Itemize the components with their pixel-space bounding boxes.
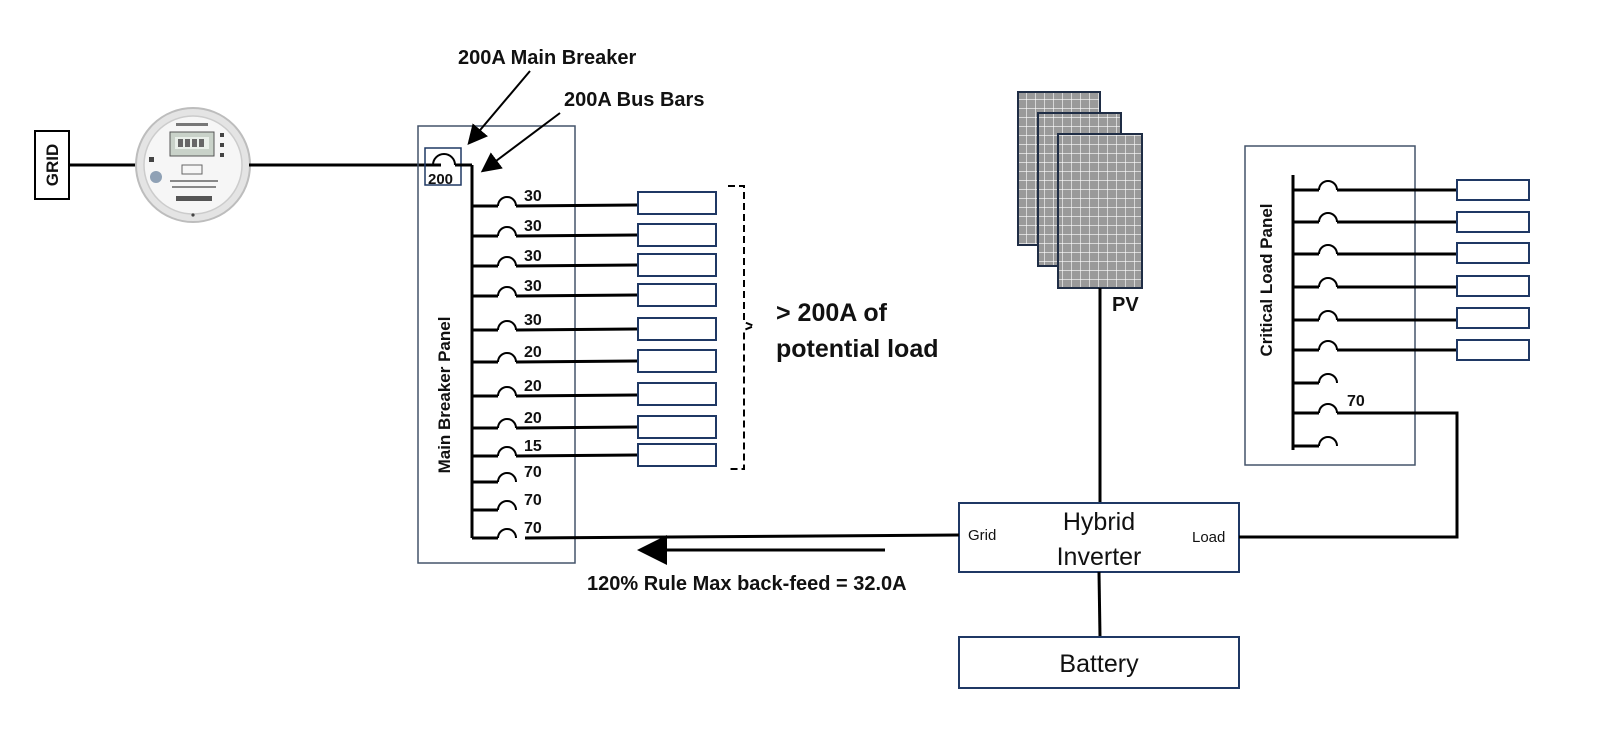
critical-load-box <box>1456 179 1530 201</box>
branch-breaker: 30 <box>472 278 717 307</box>
main-breaker-annotation: 200A Main Breaker <box>458 47 636 69</box>
branch-breaker: 20 <box>472 344 717 373</box>
load-box <box>637 283 717 307</box>
breaker-rating: 20 <box>524 344 542 361</box>
potential-load-line2: potential load <box>776 335 939 363</box>
load-box <box>637 253 717 277</box>
bus-bars-annotation: 200A Bus Bars <box>564 89 704 111</box>
breaker-rating: 30 <box>524 248 542 265</box>
critical-branch-breaker <box>1293 242 1530 264</box>
load-box <box>637 349 717 373</box>
breaker-rating: 70 <box>524 464 542 481</box>
inverter-title-line1: Hybrid <box>1063 508 1135 536</box>
breaker-rating: 30 <box>524 218 542 235</box>
branch-breaker: 70 <box>472 492 542 512</box>
branch-breaker: 15 <box>472 438 717 467</box>
grid-source: GRID <box>34 130 70 200</box>
branch-breaker: 30 <box>472 312 717 341</box>
branch-breaker: 70 <box>472 520 542 540</box>
inverter-title-line2: Inverter <box>1057 543 1142 571</box>
grid-label: GRID <box>43 144 62 187</box>
critical-panel-title: Critical Load Panel <box>1257 203 1276 356</box>
breaker-rating: 30 <box>524 278 542 295</box>
critical-branch-breaker <box>1293 339 1530 361</box>
main-breaker-panel <box>417 125 576 564</box>
critical-load-box <box>1456 211 1530 233</box>
critical-load-panel <box>1244 145 1416 466</box>
critical-branch-breaker <box>1293 403 1338 415</box>
branch-breaker: 30 <box>472 188 717 215</box>
critical-load-box <box>1456 307 1530 329</box>
battery <box>958 636 1240 689</box>
main-breaker-arrow <box>467 70 531 146</box>
critical-breaker-list <box>1293 179 1530 448</box>
breaker-list: 30 30 30 30 30 20 20 20 15 70 70 70 <box>472 188 717 540</box>
branch-breaker: 20 <box>472 410 717 439</box>
breaker-rating: 30 <box>524 188 542 205</box>
critical-feed-breaker-rating: 70 <box>1347 393 1365 410</box>
branch-breaker: 20 <box>472 378 717 406</box>
load-box <box>637 443 717 467</box>
breaker-rating: 20 <box>524 378 542 395</box>
main-breaker-rating: 200 <box>428 171 453 188</box>
breaker-rating: 70 <box>524 520 542 537</box>
critical-branch-breaker <box>1293 275 1530 297</box>
potential-load-line1: > 200A of <box>776 299 888 327</box>
load-box <box>637 382 717 406</box>
pv-array-icon <box>1017 91 1143 289</box>
critical-branch-breaker <box>1293 307 1530 329</box>
inverter-grid-port: Grid <box>968 527 996 544</box>
critical-load-box <box>1456 339 1530 361</box>
battery-label: Battery <box>1059 650 1139 678</box>
inverter-load-port: Load <box>1192 529 1225 546</box>
inverter-grid-feed-wire <box>524 533 960 540</box>
electric-meter-icon <box>135 107 251 223</box>
load-box <box>637 191 717 215</box>
load-box <box>637 317 717 341</box>
breaker-rating: 70 <box>524 492 542 509</box>
inverter-load-to-critical-wire <box>1239 411 1459 539</box>
pv-label: PV <box>1112 294 1139 316</box>
bus-bars-arrow <box>480 112 561 173</box>
critical-load-box <box>1456 275 1530 297</box>
critical-branch-breaker <box>1293 373 1338 385</box>
critical-branch-breaker <box>1293 436 1338 448</box>
branch-breaker: 70 <box>472 464 542 484</box>
inverter-to-battery-wire <box>1097 571 1102 638</box>
critical-branch-breaker <box>1293 211 1530 233</box>
main-breaker: 200 <box>424 147 472 188</box>
critical-load-box <box>1456 242 1530 264</box>
branch-breaker: 30 <box>472 248 717 277</box>
load-box <box>637 223 717 247</box>
breaker-rating: 15 <box>524 438 542 455</box>
load-bracket <box>728 185 757 470</box>
critical-branch-breaker <box>1293 179 1530 201</box>
breaker-rating: 20 <box>524 410 542 427</box>
backfeed-rule-label: 120% Rule Max back-feed = 32.0A <box>587 573 907 595</box>
branch-breaker: 30 <box>472 218 717 247</box>
main-panel-title: Main Breaker Panel <box>435 317 454 474</box>
load-box <box>637 415 717 439</box>
breaker-rating: 30 <box>524 312 542 329</box>
